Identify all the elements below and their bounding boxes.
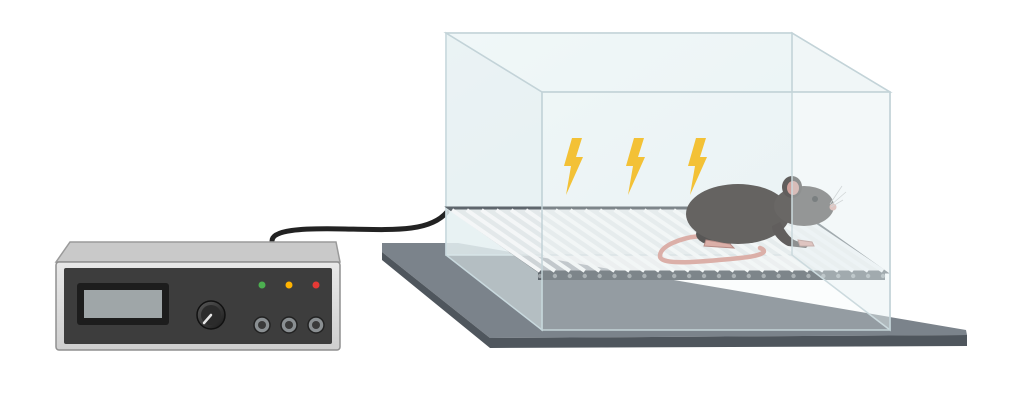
- grid-bar-end: [582, 273, 587, 279]
- grid-bar-end: [657, 273, 662, 279]
- mouse-eye: [812, 196, 818, 202]
- grid-bar: [554, 208, 646, 273]
- grid-bar-end: [612, 273, 617, 279]
- status-led-1: [258, 281, 266, 289]
- grid-bar-end: [806, 273, 811, 279]
- status-leds: [258, 281, 320, 289]
- grid-bar-end: [642, 273, 647, 279]
- front-wall: [541, 91, 891, 331]
- grid-front-rail: [538, 272, 885, 280]
- grid-bar-end: [746, 273, 751, 279]
- lightning-bolt-icon: [564, 138, 583, 195]
- mouse-tail: [657, 233, 767, 265]
- grid-bar-end: [567, 273, 573, 279]
- status-led-3: [312, 281, 320, 289]
- grid-bar: [509, 208, 601, 273]
- grid-bar-end: [850, 273, 856, 279]
- mouse-body: [686, 184, 790, 244]
- grid-bar: [524, 208, 616, 273]
- shock-stimulator: [54, 241, 341, 351]
- knob-indicator: [202, 313, 213, 325]
- lightning-bolt-icon: [688, 138, 707, 195]
- grid-bar-end: [776, 273, 781, 279]
- mouse-front-paw: [797, 239, 815, 247]
- lightning-bolts: [564, 138, 707, 195]
- grid-bar-end: [791, 273, 796, 279]
- grid-bar-end: [627, 273, 632, 279]
- grid-bar-end: [537, 273, 543, 279]
- output-jack-3-hole: [312, 321, 320, 329]
- grid-bar: [495, 208, 586, 273]
- stimulator-top: [54, 241, 341, 263]
- chamber-glass-front: [443, 31, 893, 332]
- output-jack-1-hole: [258, 321, 266, 329]
- grid-bar-end: [761, 273, 766, 279]
- output-jack-2-hole: [285, 321, 293, 329]
- connection-cable: [269, 209, 450, 244]
- grid-bar: [583, 208, 676, 273]
- grid-bar-end: [731, 273, 737, 279]
- mouse-front-leg: [772, 222, 810, 248]
- grid-bar-end: [686, 273, 692, 279]
- grid-bar: [450, 208, 542, 273]
- grid-bar-end: [552, 273, 558, 279]
- mouse-ear-inner: [787, 181, 799, 195]
- grid-bar: [480, 208, 571, 273]
- stimulator-display-screen: [84, 290, 162, 318]
- grid-bar-end: [865, 273, 871, 279]
- mouse-hind-foot: [703, 239, 736, 249]
- grid-bar-end: [672, 273, 677, 279]
- grid-bar-end: [597, 273, 602, 279]
- status-led-2: [285, 281, 293, 289]
- mouse-whiskers: [829, 185, 847, 208]
- grid-bar-end: [701, 273, 707, 279]
- output-jacks: [253, 316, 325, 334]
- grid-bar-end: [716, 273, 722, 279]
- base-plate-edge: [382, 252, 967, 348]
- grid-bar: [569, 208, 661, 273]
- grid-bar-end: [821, 273, 826, 279]
- grid-bar: [465, 208, 557, 273]
- mouse-icon: [657, 176, 847, 265]
- grid-bar-end: [836, 273, 841, 279]
- grid-bar-end: [880, 273, 886, 279]
- grid-bar: [539, 208, 631, 273]
- lightning-bolt-icon: [626, 138, 645, 195]
